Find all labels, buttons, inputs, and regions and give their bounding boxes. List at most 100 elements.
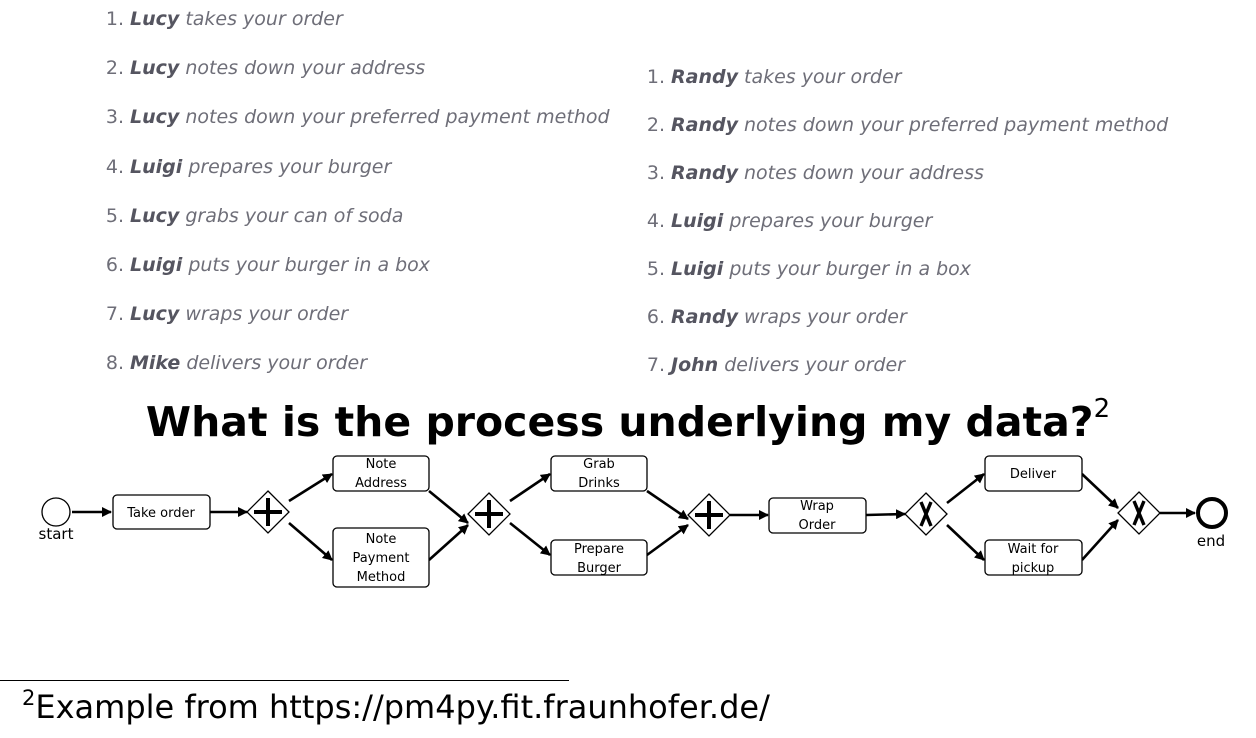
- flow-note-payment-and2: [428, 524, 469, 561]
- step-number: 7.: [105, 303, 124, 326]
- resource-name: Lucy: [130, 106, 180, 129]
- resource-name: Luigi: [671, 258, 724, 280]
- step-number: 6.: [646, 306, 665, 328]
- log-left-item: 5. Lucy grabs your can of soda: [100, 204, 404, 227]
- task-grab-drinks: [550, 455, 648, 492]
- resource-name: Luigi: [130, 155, 183, 178]
- step-number: 7.: [646, 354, 665, 376]
- activity-text: delivers your order: [186, 352, 368, 375]
- activity-text: notes down your preferred payment method: [744, 114, 1169, 136]
- flow-and2-prepare-burger: [509, 521, 551, 557]
- resource-name: Lucy: [130, 303, 180, 326]
- footnote: 2Example from https://pm4py.fit.fraunhof…: [22, 686, 770, 726]
- log-left-item: 6.Luigi puts your burger in a box: [100, 254, 430, 276]
- log-right-item: 3. Randy notes down your address: [641, 162, 984, 184]
- step-number: 4.: [105, 155, 124, 178]
- log-right-item: 4.Luigi prepares your burger: [641, 210, 932, 232]
- step-number: 4.: [646, 210, 665, 232]
- exclusive-gateway-join: [1117, 491, 1161, 535]
- flow-wrap-order-xor1: [865, 509, 906, 520]
- flow-xor1-wait-pickup: [946, 524, 985, 561]
- resource-name: Randy: [671, 114, 738, 136]
- resource-name: Randy: [671, 162, 738, 184]
- task-prepare-burger: [550, 539, 648, 576]
- activity-text: wraps your order: [744, 306, 907, 328]
- step-number: 1.: [105, 8, 124, 30]
- step-number: 1.: [646, 66, 665, 88]
- flow-prepare-burger-and3: [646, 523, 689, 557]
- log-right-item: 7. John delivers your order: [641, 354, 905, 376]
- activity-text: prepares your burger: [729, 210, 933, 232]
- step-number: 3.: [646, 162, 665, 184]
- resource-name: John: [671, 354, 719, 376]
- log-left-item: 4. Luigi prepares your burger: [100, 156, 391, 178]
- log-right-item: 5.Luigi puts your burger in a box: [641, 258, 971, 280]
- activity-text: wraps your order: [185, 303, 349, 326]
- flow-xor1-deliver: [946, 472, 985, 505]
- log-left-item: 3. Lucy notes down your preferred payment…: [100, 106, 610, 128]
- flow-and1-note-address: [288, 472, 333, 503]
- resource-name: Lucy: [130, 204, 180, 227]
- activity-text: takes your order: [185, 8, 343, 30]
- task-deliver: [984, 455, 1083, 492]
- footnote-rule: [0, 680, 569, 681]
- resource-name: Randy: [671, 66, 738, 88]
- task-wrap-order: [768, 497, 867, 534]
- log-left-item: 1.Lucy takes your order: [100, 8, 343, 30]
- log-left-item: 7. Lucy wraps your order: [100, 303, 348, 325]
- activity-text: notes down your address: [185, 57, 426, 80]
- end-event: [1196, 497, 1228, 529]
- tasks: [112, 455, 1083, 588]
- start-event: [41, 497, 71, 527]
- log-right-item: 6.Randy wraps your order: [641, 306, 907, 328]
- step-number: 6.: [105, 254, 124, 276]
- task-deliver-label: Deliver: [1010, 467, 1057, 482]
- resource-name: Lucy: [130, 57, 180, 80]
- resource-name: Mike: [130, 352, 181, 375]
- activity-text: notes down your address: [744, 162, 984, 184]
- step-number: 2.: [646, 114, 665, 136]
- flow-and2-grab-drinks: [509, 472, 551, 503]
- step-number: 5.: [646, 258, 665, 280]
- parallel-gateway-join-split: [467, 492, 511, 536]
- footnote-mark: 2: [22, 686, 36, 710]
- activity-text: grabs your can of soda: [185, 204, 404, 227]
- task-take-order: [112, 494, 211, 530]
- activity-text: delivers your order: [724, 354, 905, 376]
- parallel-gateway-split: [246, 490, 290, 534]
- log-right-item: 2. Randy notes down your preferred paymen…: [641, 114, 1168, 136]
- activity-text: puts your burger in a box: [188, 254, 431, 276]
- gateways: [246, 490, 1161, 537]
- log-left-item: 8. Mike delivers your order: [100, 352, 367, 374]
- start-label: start: [39, 525, 74, 543]
- activity-text: prepares your burger: [188, 155, 392, 178]
- flow-and1-note-payment: [288, 522, 333, 561]
- step-number: 5.: [105, 204, 124, 227]
- log-left-item: 2. Lucy notes down your address: [100, 57, 425, 79]
- task-note-payment-method: [332, 527, 430, 588]
- flow-deliver-xor2: [1081, 473, 1119, 509]
- title-text: What is the process underlying my data?: [145, 398, 1094, 446]
- footnote-text: Example from https://pm4py.fit.fraunhofe…: [35, 688, 770, 726]
- activity-text: notes down your preferred payment method: [185, 106, 610, 129]
- slide-title: What is the process underlying my data?2: [0, 394, 1256, 446]
- end-label: end: [1197, 532, 1225, 550]
- exclusive-gateway-split: [904, 492, 948, 536]
- sequence-flows: [72, 472, 1196, 561]
- step-number: 3.: [105, 106, 124, 129]
- activity-text: takes your order: [744, 66, 902, 88]
- task-take-order-label: Take order: [126, 506, 195, 521]
- task-note-address: [332, 455, 430, 492]
- task-wait-for-pickup: [984, 539, 1083, 576]
- title-footnote-mark: 2: [1093, 394, 1111, 424]
- flow-wait-pickup-xor2: [1081, 519, 1119, 561]
- parallel-gateway-join: [687, 493, 731, 537]
- step-number: 2.: [105, 57, 124, 80]
- step-number: 8.: [105, 352, 124, 375]
